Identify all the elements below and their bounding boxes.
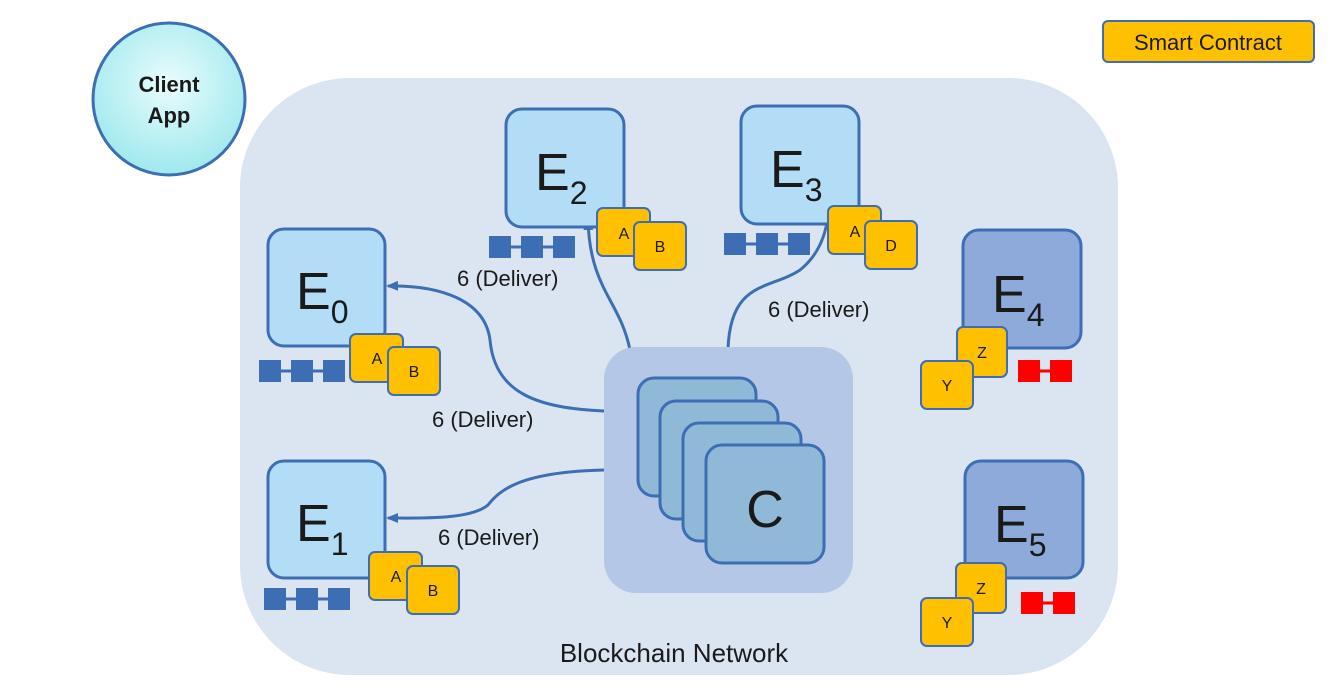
peer-e3-contract-a-label: A <box>850 224 861 241</box>
peer-e5: E5 Z Y <box>920 459 1085 647</box>
peer-e5-letter: E <box>994 496 1029 554</box>
peer-e1-letter: E <box>296 495 331 553</box>
peer-e2-subscript: 2 <box>570 175 588 211</box>
peer-e2-ledger <box>489 236 575 258</box>
peer-e0-subscript: 0 <box>331 294 349 330</box>
svg-text:E3: E3 <box>770 141 822 208</box>
peer-e2-contract-a-label: A <box>619 226 630 243</box>
network-label: Blockchain Network <box>560 638 789 668</box>
peer-e2-contract-b: B <box>633 221 687 271</box>
peer-e5-contract-z-label: Z <box>976 581 986 598</box>
peer-e2-letter: E <box>535 144 570 202</box>
client-app-label-line1: Client <box>138 72 200 97</box>
peer-e4-contract-y-label: Y <box>942 378 953 395</box>
peer-e0-letter: E <box>296 263 331 321</box>
edge-label-e2: 6 (Deliver) <box>457 266 558 291</box>
peer-e5-subscript: 5 <box>1029 527 1047 563</box>
peer-e3-letter: E <box>770 141 805 199</box>
peer-e5-contract-y-label: Y <box>942 615 953 632</box>
edge-label-e1: 6 (Deliver) <box>438 525 539 550</box>
orderer-node: C <box>604 347 853 593</box>
peer-e5-contract-y: Y <box>920 597 974 647</box>
peer-e2: E2 A B <box>489 107 687 271</box>
svg-text:E0: E0 <box>296 263 348 330</box>
peer-e1: E1 A B <box>264 459 460 615</box>
orderer-label: C <box>746 481 784 539</box>
peer-e3-subscript: 3 <box>805 172 823 208</box>
peer-e3-ledger <box>724 233 810 255</box>
client-app-node: Client App <box>91 21 247 177</box>
peer-e3: E3 A D <box>724 104 918 270</box>
edge-label-e3: 6 (Deliver) <box>768 297 869 322</box>
svg-text:E1: E1 <box>296 495 348 562</box>
legend-smart-contract: Smart Contract <box>1102 20 1315 63</box>
peer-e0-contract-a-label: A <box>372 351 383 368</box>
peer-e4-subscript: 4 <box>1027 297 1045 333</box>
peer-e1-contract-b: B <box>406 565 460 615</box>
svg-text:E5: E5 <box>994 496 1046 563</box>
peer-e1-subscript: 1 <box>331 526 349 562</box>
peer-e5-ledger <box>1021 592 1075 614</box>
peer-e4-contract-y: Y <box>920 360 974 410</box>
peer-e4-letter: E <box>992 266 1027 324</box>
peer-e4-ledger <box>1018 360 1072 382</box>
peer-e0: E0 A B <box>259 227 441 396</box>
peer-e4-contract-z-label: Z <box>977 345 987 362</box>
edge-to-e3: 6 (Deliver) <box>726 214 869 351</box>
peer-e0-contract-b: B <box>387 346 441 396</box>
client-app-label-line2: App <box>148 103 191 128</box>
edge-to-e1: 6 (Deliver) <box>386 468 605 550</box>
peer-e3-contract-d-label: D <box>885 238 897 255</box>
peer-e0-ledger <box>259 360 345 382</box>
edge-to-e2: 6 (Deliver) <box>457 218 632 351</box>
peer-e1-contract-b-label: B <box>428 583 439 600</box>
peer-e1-contract-a-label: A <box>391 569 402 586</box>
svg-text:E2: E2 <box>535 144 587 211</box>
peer-e2-contract-b-label: B <box>655 239 666 256</box>
legend-label: Smart Contract <box>1134 30 1282 55</box>
peer-e1-ledger <box>264 588 350 610</box>
peer-e3-contract-d: D <box>864 220 918 270</box>
peer-e0-contract-b-label: B <box>409 364 420 381</box>
svg-text:E4: E4 <box>992 266 1044 333</box>
peer-e4: E4 Z Y <box>920 228 1083 410</box>
edge-to-e0: 6 (Deliver) <box>386 280 605 432</box>
edge-label-e0: 6 (Deliver) <box>432 407 533 432</box>
